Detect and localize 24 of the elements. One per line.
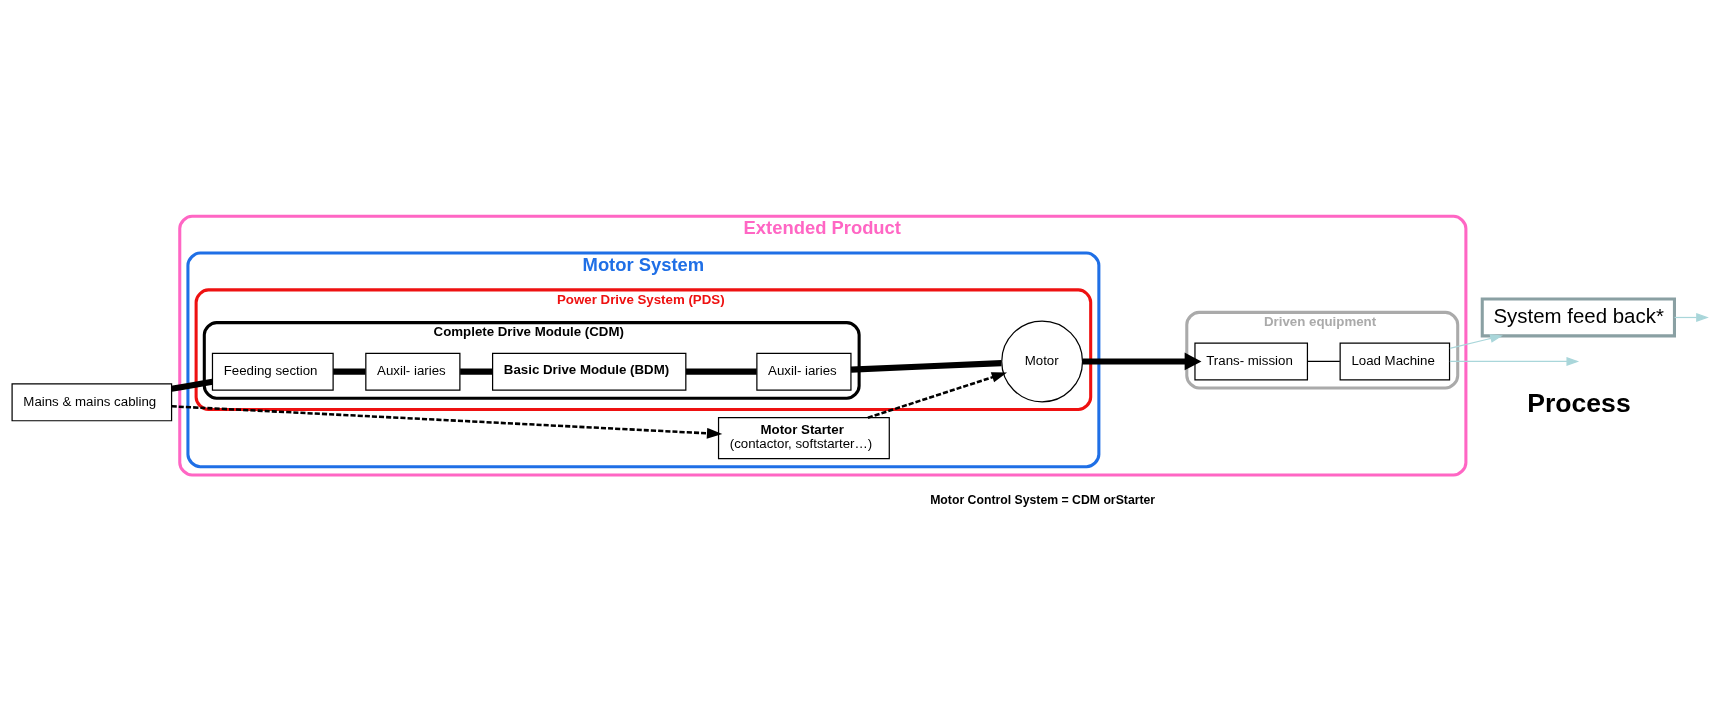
node-box: Trans- mission (1194, 341, 1309, 380)
arrow (171, 404, 723, 439)
connector (1307, 360, 1341, 362)
node-box: Auxil- iaries (756, 352, 852, 391)
label: Motor Control System = CDM orStarter (930, 492, 1156, 507)
node-box: Load Machine (1339, 341, 1451, 380)
connector (171, 378, 213, 392)
node-box: Auxil- iaries (365, 352, 461, 391)
arrow (1673, 312, 1709, 322)
node-circle: Motor (1001, 319, 1084, 402)
arrow (1449, 333, 1503, 349)
connector (850, 359, 1002, 373)
node-box: Motor Starter (contactor, softstarter…) (717, 416, 890, 459)
arrow (1082, 352, 1202, 370)
node-box: Mains & mains cabling (11, 382, 173, 421)
node-box: Basic Drive Module (BDM) (492, 352, 687, 391)
connector (460, 368, 493, 375)
connector (333, 368, 366, 375)
node-box: Feeding section (211, 352, 334, 391)
arrow (1449, 356, 1580, 366)
arrow (867, 371, 1008, 419)
node-box: System feed back* (1480, 297, 1676, 337)
label: Process (1527, 387, 1631, 418)
connector (686, 368, 757, 375)
